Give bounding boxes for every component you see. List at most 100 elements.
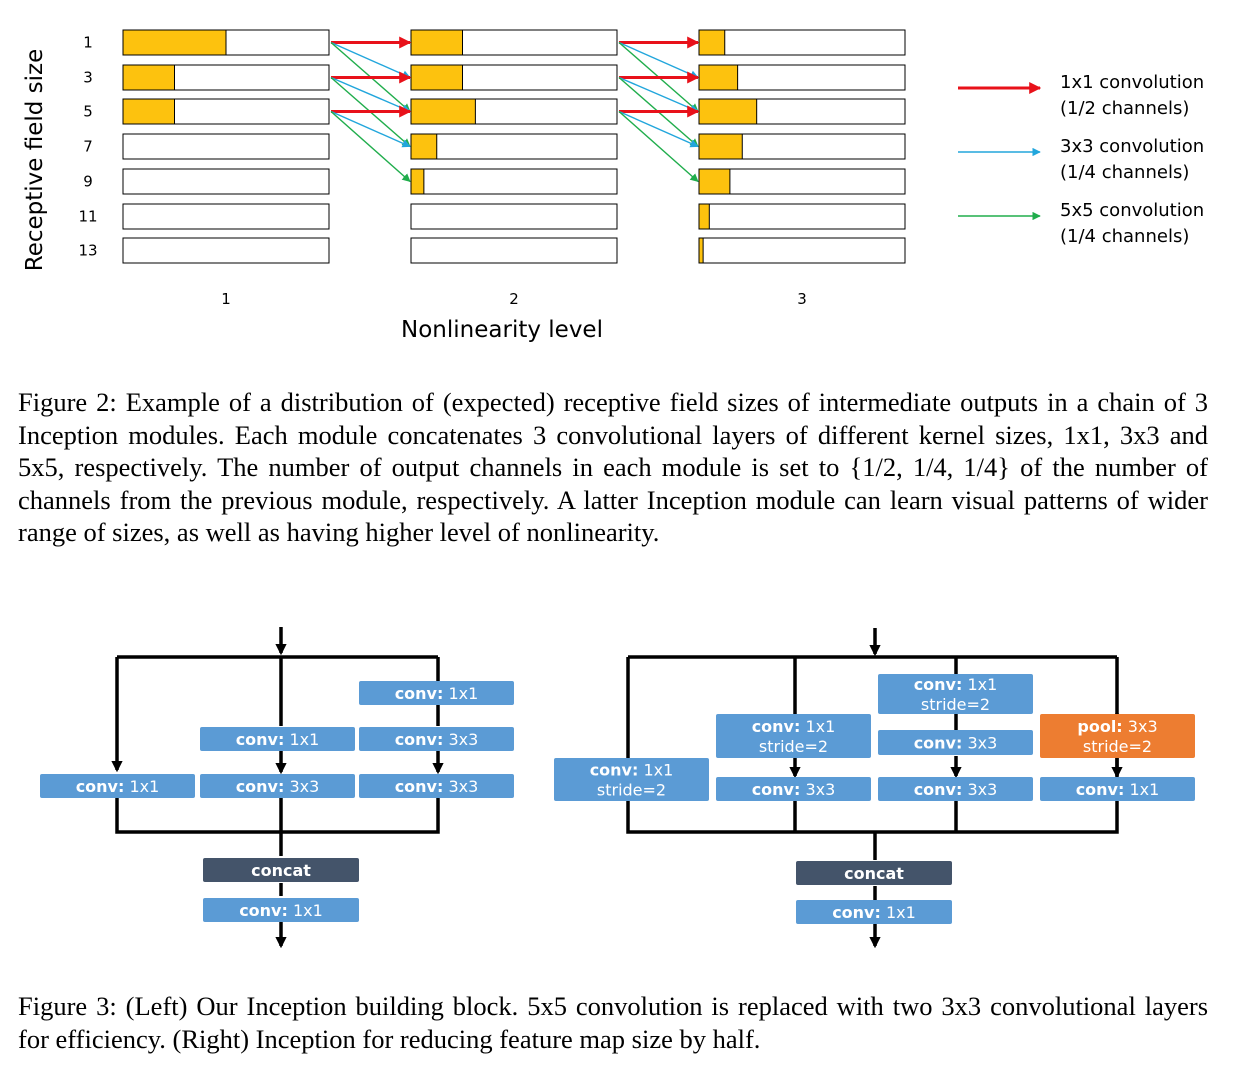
row-label: 13 (78, 242, 97, 260)
receptive-field-bar (410, 237, 618, 264)
receptive-field-fill (122, 98, 175, 125)
figure-2-caption: Figure 2: Example of a distribution of (… (18, 386, 1208, 549)
box-label: concat (844, 864, 904, 883)
receptive-field-bar (122, 203, 330, 230)
column-label: 1 (221, 290, 231, 308)
legend-sublabel: (1/4 channels) (1060, 226, 1189, 247)
arrow-3x3-conv (330, 110, 411, 148)
receptive-field-bar (410, 168, 618, 195)
figure-3-caption-label: Figure 3: (18, 991, 117, 1021)
legend-sublabel: (1/4 channels) (1060, 162, 1189, 183)
receptive-field-fill (410, 64, 463, 91)
receptive-field-fill (122, 29, 227, 56)
arrow-3x3-conv (330, 41, 411, 79)
arrow-3x3-conv (618, 76, 699, 113)
conv-box: conv: 3x3 (359, 727, 514, 751)
conv-box: conv: 1x1 (796, 900, 952, 924)
conv-box: conv: 3x3 (200, 774, 355, 798)
x-axis-label: Nonlinearity level (401, 317, 603, 343)
receptive-field-fill (410, 98, 476, 125)
y-axis-label: Receptive field size (22, 49, 48, 272)
box-label: conv: 3x3 (914, 734, 998, 753)
box-sublabel: stride=2 (1083, 737, 1152, 756)
receptive-field-fill (410, 133, 438, 160)
conv-box: conv: 3x3 (878, 730, 1033, 755)
receptive-field-fill (698, 64, 739, 91)
conv-box: conv: 3x3 (716, 777, 871, 801)
flow-line (115, 796, 440, 834)
box-label: conv: 1x1 (236, 730, 320, 749)
receptive-field-fill (410, 29, 463, 56)
receptive-field-bar (410, 133, 618, 160)
arrow-5x5-conv (618, 110, 699, 183)
receptive-field-fill (698, 29, 726, 56)
row-label: 1 (83, 34, 93, 52)
box-label: concat (251, 861, 311, 880)
receptive-field-fill (698, 98, 758, 125)
box-label: pool: 3x3 (1077, 717, 1157, 736)
arrow-5x5-conv (330, 110, 411, 183)
legend-label: 5x5 convolution (1060, 200, 1204, 221)
row-label: 3 (83, 69, 93, 87)
conv-box: conv: 3x3 (878, 777, 1033, 801)
box-label: conv: 3x3 (395, 777, 479, 796)
box-label: conv: 1x1 (752, 717, 836, 736)
box-label: conv: 1x1 (914, 675, 998, 694)
arrow-3x3-conv (618, 41, 699, 79)
row-label: 5 (83, 103, 93, 121)
receptive-field-bar (698, 203, 906, 230)
box-label: conv: 1x1 (239, 901, 323, 920)
box-sublabel: stride=2 (921, 695, 990, 714)
receptive-field-fill (698, 203, 710, 230)
legend-label: 1x1 convolution (1060, 72, 1204, 93)
figure-3-caption-text: (Left) Our Inception building block. 5x5… (18, 991, 1209, 1054)
arrow-3x3-conv (330, 76, 411, 113)
receptive-field-fill (698, 168, 731, 195)
box-label: conv: 1x1 (76, 777, 160, 796)
column-label: 2 (509, 290, 519, 308)
legend-sublabel: (1/2 channels) (1060, 98, 1189, 119)
conv-box: conv: 1x1 (359, 681, 514, 705)
box-sublabel: stride=2 (759, 737, 828, 756)
row-label: 11 (78, 208, 97, 226)
receptive-field-bar (698, 29, 906, 56)
box-label: conv: 3x3 (914, 780, 998, 799)
conv-box: conv: 3x3 (359, 774, 514, 798)
receptive-field-bar (122, 168, 330, 195)
box-label: conv: 1x1 (395, 684, 479, 703)
box-label: conv: 1x1 (590, 761, 674, 780)
box-label: conv: 3x3 (752, 780, 836, 799)
concat-box: concat (203, 858, 359, 882)
receptive-field-fill (698, 237, 704, 264)
figure-3-caption: Figure 3: (Left) Our Inception building … (18, 990, 1208, 1055)
conv-box: conv: 1x1 (1040, 777, 1195, 801)
figure-2-caption-text: Example of a distribution of (expected) … (18, 387, 1208, 548)
box-label: conv: 1x1 (1076, 780, 1160, 799)
receptive-field-fill (410, 168, 425, 195)
conv-box: conv: 1x1 (200, 727, 355, 751)
concat-box: concat (796, 861, 952, 885)
receptive-field-bar (410, 203, 618, 230)
legend-label: 3x3 convolution (1060, 136, 1204, 157)
receptive-field-bar (122, 237, 330, 264)
receptive-field-fill (122, 64, 175, 91)
box-label: conv: 3x3 (395, 730, 479, 749)
receptive-field-bar (122, 133, 330, 160)
conv-box: conv: 1x1 (40, 774, 195, 798)
receptive-field-fill (698, 133, 743, 160)
box-label: conv: 1x1 (832, 903, 916, 922)
receptive-field-bar (698, 237, 906, 264)
arrow-3x3-conv (618, 110, 699, 148)
box-sublabel: stride=2 (597, 781, 666, 800)
receptive-field-bar (698, 168, 906, 195)
conv-box: conv: 1x1 (203, 898, 359, 922)
figure-2-caption-label: Figure 2: (18, 387, 117, 417)
column-label: 3 (797, 290, 807, 308)
box-label: conv: 3x3 (236, 777, 320, 796)
